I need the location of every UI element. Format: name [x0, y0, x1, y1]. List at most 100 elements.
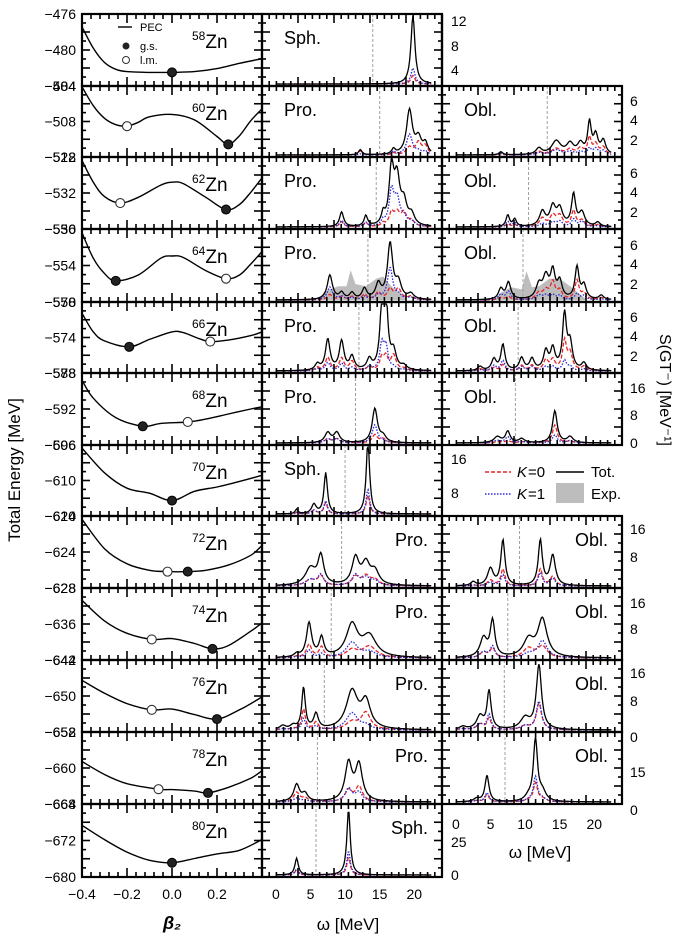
- pec-y-tick-label: −574: [44, 330, 76, 346]
- shape-label: Obl.: [464, 171, 497, 191]
- svg-text:l.m.: l.m.: [140, 55, 158, 67]
- panel-frame: [260, 658, 444, 734]
- experimental-strength-area: [493, 271, 588, 300]
- pec-y-tick-label: −660: [44, 760, 76, 776]
- local-minimum-marker: [162, 566, 173, 577]
- shape-label: Obl.: [575, 530, 608, 550]
- nucleus-label: 66Zn: [192, 317, 228, 341]
- nucleus-label: 78Zn: [192, 747, 228, 771]
- strength-y-tick-label: 6: [630, 165, 638, 181]
- k1-strength-line: [275, 184, 432, 228]
- local-minimum-marker: [146, 634, 157, 645]
- local-minimum-marker: [220, 273, 232, 284]
- k1-strength-line: [275, 851, 432, 876]
- ground-state-marker: [207, 643, 218, 654]
- pec-y-tick-label: −512: [44, 149, 76, 165]
- pec-y-tick-label: −596: [44, 437, 76, 453]
- k0-strength-line: [455, 423, 612, 444]
- pec-y-tick-label: −668: [44, 796, 76, 812]
- nucleus-label: 74Zn: [192, 603, 228, 627]
- k1-strength-line: [275, 423, 432, 444]
- pec-curve: [81, 599, 263, 650]
- k1-strength-line: [275, 572, 432, 587]
- k0-strength-line: [275, 642, 432, 659]
- local-minimum-marker: [182, 416, 193, 428]
- right-y-axis-label: S(GT⁻) [MeV⁻¹]: [656, 334, 673, 446]
- nucleus-label: 62Zn: [192, 172, 228, 196]
- shape-label: Sph.: [284, 459, 321, 479]
- left-y-axis-label: Total Energy [MeV]: [5, 398, 24, 542]
- strength-y-tick-label: 16: [630, 521, 646, 537]
- middle-x-axis-label: ω [MeV]: [317, 915, 379, 934]
- panel-frame: [80, 227, 264, 304]
- shape-label: Obl.: [464, 100, 497, 120]
- nucleus-label: 72Zn: [192, 531, 228, 555]
- omega-x-tick-label: 20: [587, 816, 603, 832]
- pec-y-tick-label: −672: [44, 833, 76, 849]
- panel-frame: [440, 371, 624, 447]
- total-strength-line: [275, 15, 432, 85]
- shape-label: Pro.: [395, 602, 428, 622]
- pec-y-tick-label: −508: [44, 114, 76, 130]
- shape-label: Obl.: [575, 602, 608, 622]
- pec-y-tick-label: −642: [44, 652, 76, 668]
- middle-strength-panel-70Zn: Sph.: [260, 443, 444, 518]
- oblate-strength-panel-62Zn: Obl.: [440, 155, 624, 231]
- strength-y-tick-label: 0: [630, 802, 638, 818]
- k1-strength-line: [455, 699, 612, 731]
- k1-strength-line: [275, 132, 432, 156]
- pec-y-tick-label: −650: [44, 688, 76, 704]
- pec-y-tick-label: −620: [44, 508, 76, 524]
- strength-y-tick-label: 0: [451, 867, 459, 883]
- omega-x-tick-label: 0: [452, 816, 460, 832]
- shape-label: Pro.: [284, 243, 317, 263]
- panel-frame: [260, 300, 444, 375]
- nucleus-label: 64Zn: [192, 244, 228, 268]
- pec-y-tick-label: −554: [44, 258, 76, 274]
- strength-y-tick-label: 8: [630, 621, 638, 637]
- total-strength-line: [455, 408, 612, 444]
- pec-curve: [81, 232, 263, 282]
- pec-y-tick-label: −476: [44, 6, 76, 22]
- omega-x-tick-label: 15: [552, 816, 568, 832]
- pec-y-tick-label: −628: [44, 580, 76, 596]
- shape-label: Pro.: [284, 316, 317, 336]
- omega-x-tick-label: 10: [517, 816, 533, 832]
- panel-frame: [440, 514, 624, 590]
- pec-y-tick-label: −680: [44, 869, 76, 885]
- panel-frame: [440, 155, 624, 231]
- pec-y-tick-label: −614: [44, 508, 76, 524]
- total-strength-line: [455, 262, 612, 301]
- k0-strength-line: [455, 780, 612, 803]
- k1-strength-line: [275, 336, 432, 372]
- svg-text:K: K: [517, 464, 528, 481]
- shape-label: Obl.: [575, 746, 608, 766]
- shape-label: Pro.: [284, 387, 317, 407]
- oblate-strength-panel-60Zn: Obl.: [440, 84, 624, 159]
- panel-grid: −476−480−48458Zn−504−508−51260Zn−528−532…: [44, 6, 645, 902]
- local-minimum-marker: [153, 784, 164, 795]
- total-strength-line: [275, 241, 432, 301]
- pec-y-tick-label: −624: [44, 544, 76, 560]
- total-strength-line: [275, 445, 432, 515]
- k1-strength-line: [455, 571, 612, 587]
- pec-y-tick-label: −658: [44, 724, 76, 740]
- middle-strength-panel-80Zn: Sph.: [260, 802, 444, 879]
- pec-x-tick-label: −0.2: [113, 886, 141, 902]
- pec-y-tick-label: −570: [44, 294, 76, 310]
- strength-y-tick-label: 4: [630, 256, 638, 272]
- oblate-strength-panel-64Zn: Obl.: [440, 227, 624, 304]
- panel-frame: [260, 371, 444, 447]
- k0-strength-line: [275, 139, 432, 156]
- shape-label: Obl.: [464, 387, 497, 407]
- pec-y-tick-label: −558: [44, 294, 76, 310]
- svg-text:g.s.: g.s.: [140, 41, 158, 53]
- ground-state-marker: [167, 857, 177, 868]
- shape-label: Pro.: [395, 674, 428, 694]
